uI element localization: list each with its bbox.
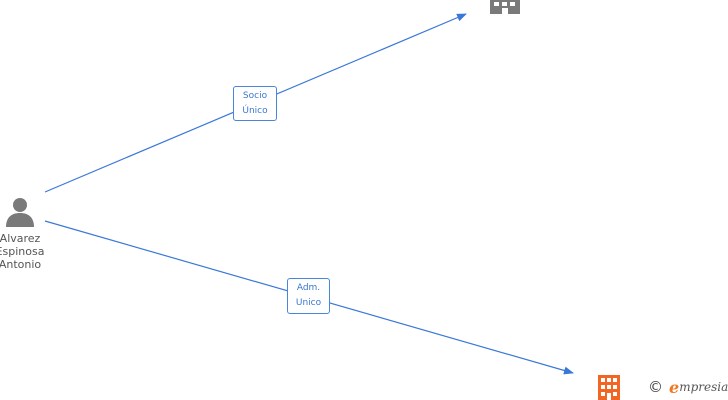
brand-watermark: © e mpresia: [648, 377, 728, 397]
copyright-symbol: ©: [648, 378, 663, 396]
brand-logo-initial: e: [669, 377, 680, 397]
relation-label-socio-unico[interactable]: Socio Único: [233, 86, 277, 121]
relation-label-line: Adm.: [296, 283, 321, 293]
relation-label-line: Único: [242, 106, 268, 116]
person-name-line: Alvarez: [0, 232, 41, 245]
building-icon[interactable]: [486, 0, 524, 14]
brand-logo-text: mpresia: [679, 380, 728, 394]
building-icon[interactable]: [596, 373, 622, 400]
relation-label-line: Unico: [295, 298, 322, 308]
person-name[interactable]: Alvarez Espinosa Antonio: [0, 232, 50, 271]
relation-label-adm-unico[interactable]: Adm. Unico: [287, 278, 330, 314]
relation-label-line: Socio: [242, 91, 268, 101]
person-name-line: Espinosa: [0, 245, 45, 258]
person-name-line: Antonio: [0, 258, 42, 271]
person-icon[interactable]: [4, 197, 36, 227]
